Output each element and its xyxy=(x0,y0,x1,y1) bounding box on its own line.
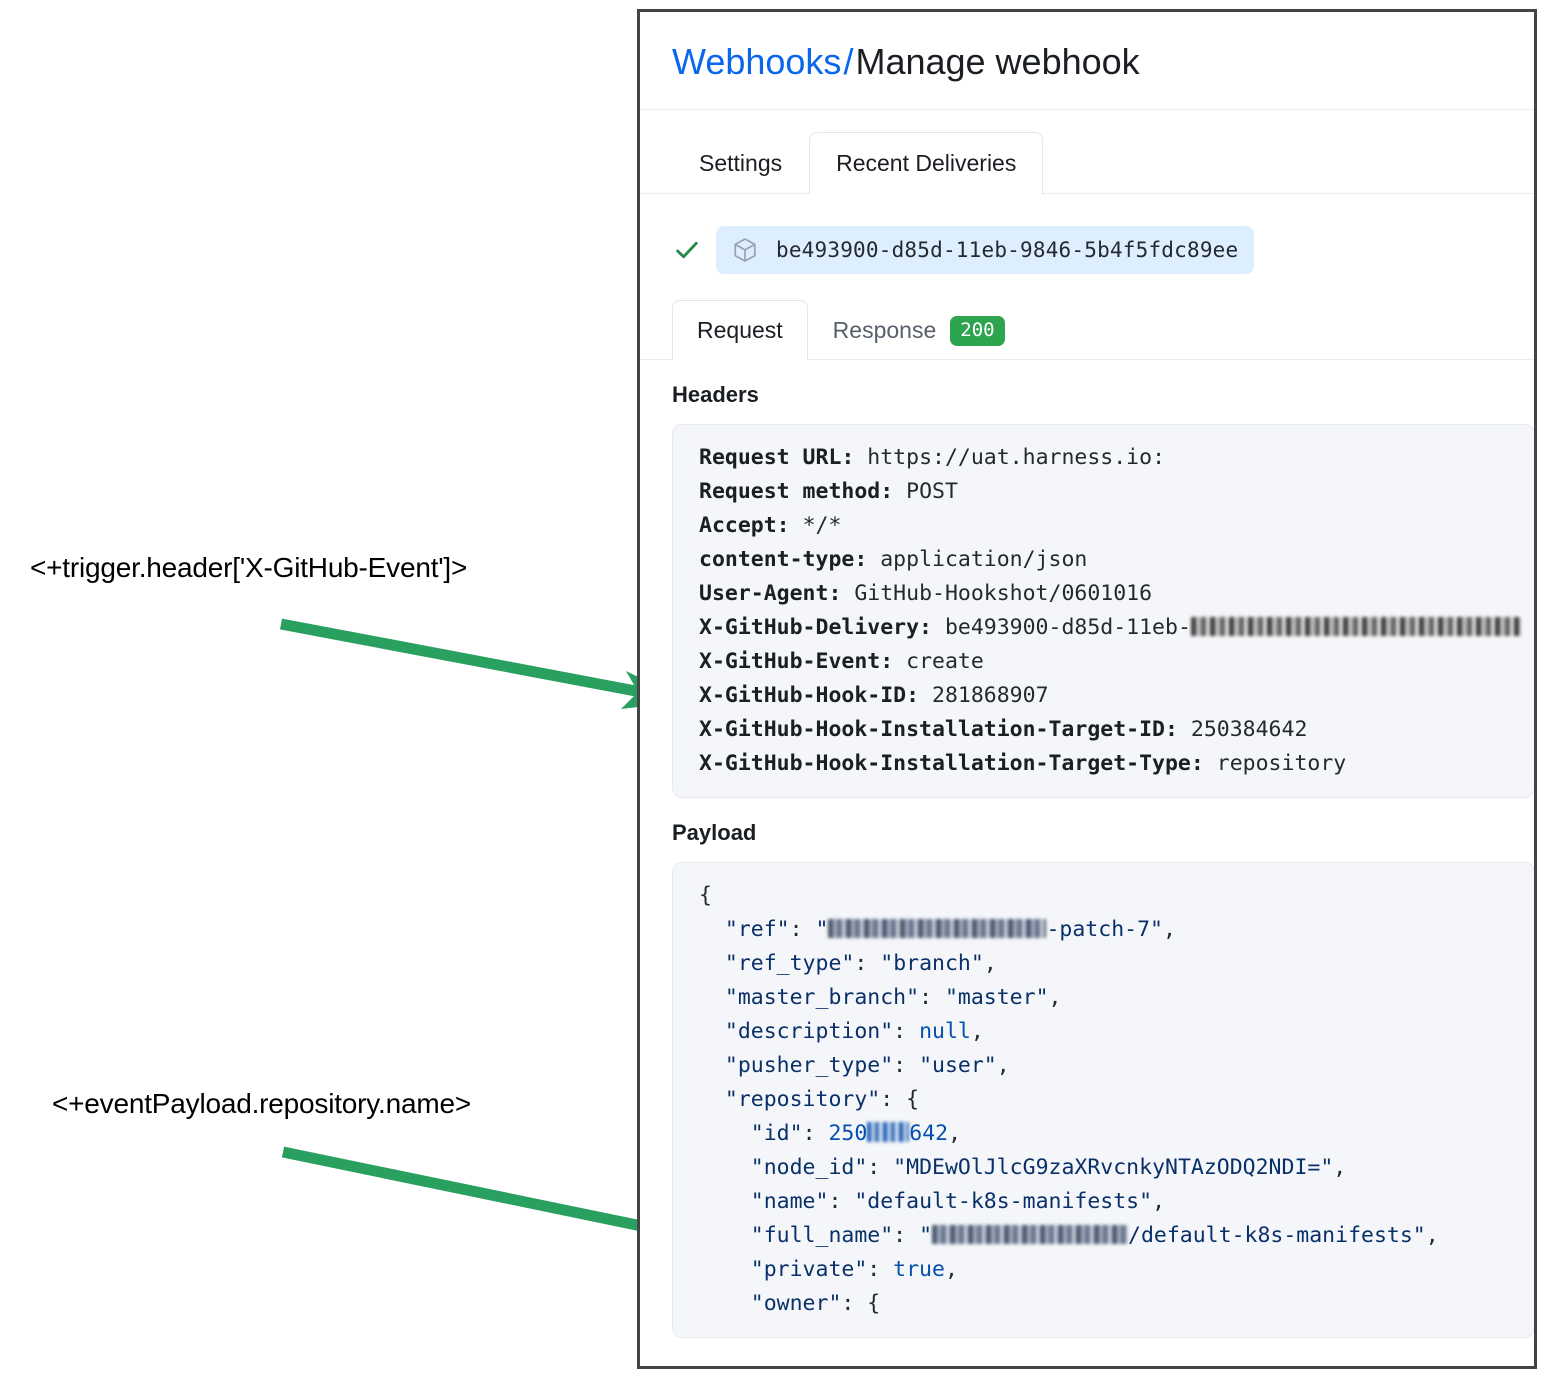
payload-key-id: "id" xyxy=(750,1121,803,1147)
header-value-content-type: application/json xyxy=(880,547,1088,573)
webhook-tabs: Settings Recent Deliveries xyxy=(640,132,1534,195)
header-value-accept: */* xyxy=(802,513,842,539)
tab-request-label: Request xyxy=(697,317,783,344)
tab-settings[interactable]: Settings xyxy=(699,150,783,177)
payload-open-brace: { xyxy=(699,883,712,909)
header-value-x-github-delivery: be493900-d85d-11eb- xyxy=(944,615,1191,641)
payload-value-id-suffix: 642 xyxy=(909,1121,949,1147)
header-key-request-url: Request URL: xyxy=(699,445,855,471)
payload-value-ref-suffix: -patch-7 xyxy=(1046,917,1151,943)
payload-section-title: Payload xyxy=(672,820,757,846)
header-value-hook-installation-target-id: 250384642 xyxy=(1190,717,1308,743)
header-key-user-agent: User-Agent: xyxy=(699,581,842,607)
payload-key-full-name: "full_name" xyxy=(750,1223,894,1249)
payload-code-box: { "ref": "-patch-7", "ref_type": "branch… xyxy=(672,862,1534,1339)
payload-key-pusher-type: "pusher_type" xyxy=(724,1053,894,1079)
header-value-request-url: https://uat.harness.io: xyxy=(867,445,1166,471)
header-key-accept: Accept: xyxy=(699,513,790,539)
breadcrumb-separator: / xyxy=(843,41,854,82)
delivery-guid: be493900-d85d-11eb-9846-5b4f5fdc89ee xyxy=(776,238,1239,263)
payload-key-repository: "repository" xyxy=(724,1087,881,1113)
tab-response[interactable]: Response 200 xyxy=(808,300,1030,360)
header-key-hook-installation-target-type: X-GitHub-Hook-Installation-Target-Type: xyxy=(699,751,1204,777)
header-value-hook-installation-target-type: repository xyxy=(1216,751,1347,777)
payload-value-private: true xyxy=(893,1257,945,1283)
header-key-hook-installation-target-id: X-GitHub-Hook-Installation-Target-ID: xyxy=(699,717,1178,743)
header-value-x-github-event: create xyxy=(906,649,984,675)
breadcrumb-divider xyxy=(640,109,1534,111)
tab-response-label: Response xyxy=(832,317,937,344)
redacted-ref-username xyxy=(828,919,1047,939)
redacted-full-name-owner xyxy=(932,1225,1129,1245)
status-badge: 200 xyxy=(950,315,1005,346)
annotation-label-event-payload: <+eventPayload.repository.name> xyxy=(52,1088,471,1119)
header-key-x-github-delivery: X-GitHub-Delivery: xyxy=(699,615,932,641)
tab-recent-deliveries[interactable]: Recent Deliveries xyxy=(809,132,1044,195)
request-response-tabs: Request Response 200 xyxy=(640,300,1534,361)
payload-key-owner: "owner" xyxy=(750,1291,842,1317)
headers-section-title: Headers xyxy=(672,382,759,408)
webhook-screenshot-panel: Webhooks/Manage webhook Settings Recent … xyxy=(637,9,1537,1369)
breadcrumb: Webhooks/Manage webhook xyxy=(672,12,1534,83)
check-icon xyxy=(672,235,702,265)
header-key-x-github-event: X-GitHub-Event: xyxy=(699,649,894,675)
tab-request[interactable]: Request xyxy=(672,300,808,361)
header-value-x-github-hook-id: 281868907 xyxy=(932,683,1049,709)
tabs-underline xyxy=(640,193,1534,195)
payload-key-name: "name" xyxy=(750,1189,829,1215)
annotation-label-trigger-header: <+trigger.header['X-GitHub-Event']> xyxy=(30,552,468,583)
header-key-x-github-hook-id: X-GitHub-Hook-ID: xyxy=(699,683,920,709)
payload-value-node-id: MDEwOlJlcG9zaXRvcnkyNTAzODQ2NDI= xyxy=(906,1155,1321,1181)
redacted-delivery-tail xyxy=(1190,617,1521,637)
payload-value-full-name-suffix: /default-k8s-manifests xyxy=(1128,1223,1413,1249)
payload-value-description: null xyxy=(919,1019,971,1045)
page-title: Manage webhook xyxy=(855,41,1140,82)
header-key-content-type: content-type: xyxy=(699,547,868,573)
header-value-request-method: POST xyxy=(906,479,958,505)
payload-value-master-branch: master xyxy=(957,985,1036,1011)
payload-key-description: "description" xyxy=(724,1019,894,1045)
payload-key-ref-type: "ref_type" xyxy=(724,951,855,977)
headers-code-box: Request URL: https://uat.harness.io: Req… xyxy=(672,424,1534,799)
payload-key-ref: "ref" xyxy=(724,917,790,943)
payload-value-name: default-k8s-manifests xyxy=(867,1189,1140,1215)
header-value-user-agent: GitHub-Hookshot/0601016 xyxy=(854,581,1153,607)
payload-key-node-id: "node_id" xyxy=(750,1155,868,1181)
rr-tabs-underline xyxy=(640,359,1534,361)
delivery-row[interactable]: be493900-d85d-11eb-9846-5b4f5fdc89ee xyxy=(672,226,1534,275)
header-key-request-method: Request method: xyxy=(699,479,894,505)
arrow-to-x-github-event xyxy=(279,618,688,709)
redacted-repo-id xyxy=(867,1122,910,1143)
breadcrumb-link-webhooks[interactable]: Webhooks xyxy=(672,41,842,82)
cube-icon xyxy=(730,235,760,265)
delivery-id-chip[interactable]: be493900-d85d-11eb-9846-5b4f5fdc89ee xyxy=(716,226,1255,275)
payload-value-ref-type: branch xyxy=(893,951,971,977)
payload-value-pusher-type: user xyxy=(932,1053,984,1079)
payload-key-master-branch: "master_branch" xyxy=(724,985,920,1011)
payload-key-private: "private" xyxy=(750,1257,868,1283)
payload-value-id-prefix: 250 xyxy=(828,1121,868,1147)
